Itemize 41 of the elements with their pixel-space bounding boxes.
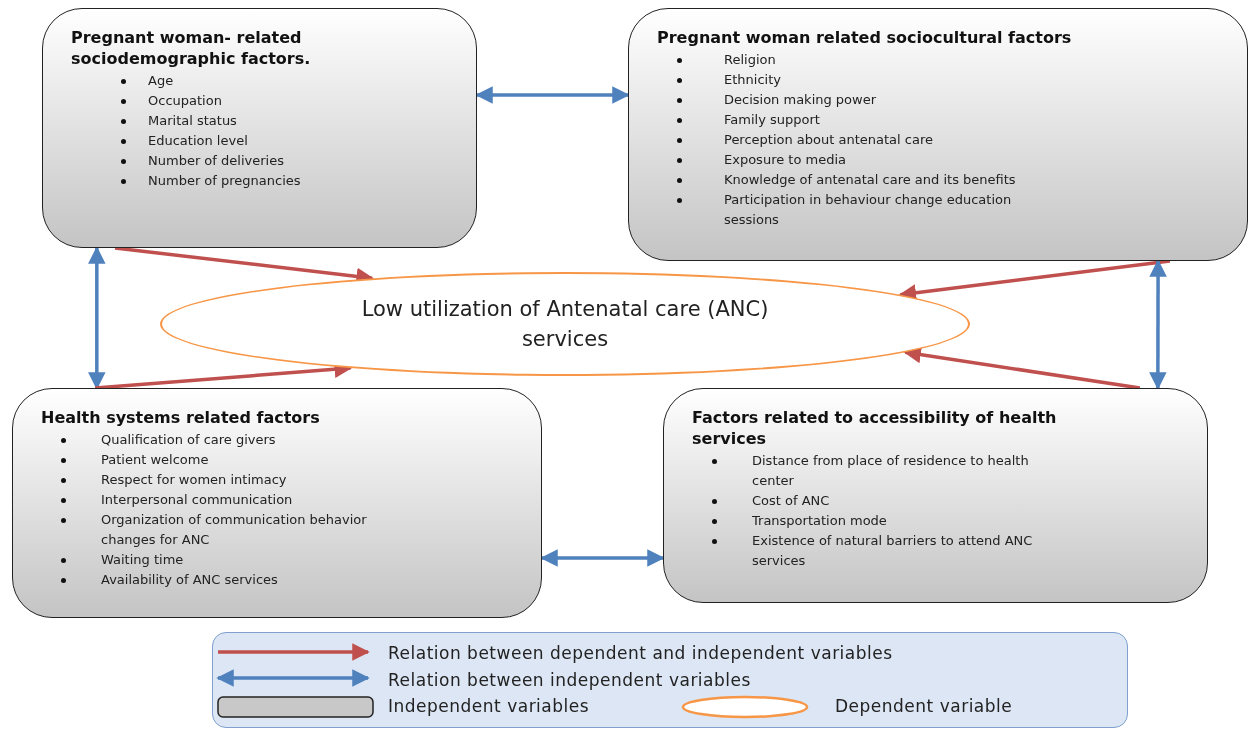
list-item: Knowledge of antenatal care and its benefits [724, 171, 1017, 189]
list-item: Cost of ANC [752, 492, 831, 510]
list-item: Distance from place of residence to health center [752, 452, 1030, 490]
list-item: Age [148, 72, 175, 90]
list-item: Occupation [148, 92, 223, 110]
factor-box [628, 8, 1248, 261]
list-item: Respect for women intimacy [101, 471, 288, 489]
factor-box [12, 388, 542, 618]
list-item: Participation in behaviour change education sessions [724, 191, 1013, 229]
list-item: Organization of communication behavior changes for ANC [101, 511, 368, 549]
list-item: Number of deliveries [148, 152, 285, 170]
list-item: Perception about antenatal care [724, 131, 934, 149]
list-item: Waiting time [101, 551, 185, 569]
list-item: Family support [724, 111, 821, 129]
list-item: Interpersonal communication [101, 491, 294, 509]
list-item: Number of pregnancies [148, 172, 302, 190]
list-item: Exposure to media [724, 151, 847, 169]
list-item: Religion [724, 51, 777, 69]
box-heading: Pregnant woman related sociocultural factors [657, 27, 1073, 48]
factor-box [663, 388, 1208, 603]
list-item: Education level [148, 132, 249, 150]
legend-label: Relation between independent variables [388, 670, 751, 690]
list-item: Decision making power [724, 91, 878, 109]
legend-label: Independent variables [388, 696, 590, 716]
arrow [540, 549, 665, 567]
arrow [475, 86, 630, 104]
factor-box [42, 8, 477, 248]
list-item: Transportation mode [752, 512, 888, 530]
arrow [1149, 259, 1167, 390]
list-item: Patient welcome [101, 451, 210, 469]
box-heading: Health systems related factors [41, 407, 321, 428]
box-heading: Pregnant woman- related sociodemographic factors. [71, 27, 312, 69]
list-item: Ethnicity [724, 71, 782, 89]
list-item: Qualification of care givers [101, 431, 277, 449]
list-item: Marital status [148, 112, 238, 130]
list-item: Availability of ANC services [101, 571, 279, 589]
list-item: Existence of natural barriers to attend ANC services [752, 532, 1034, 570]
legend-label: Dependent variable [835, 696, 1013, 716]
outcome-label: Low utilization of Antenatal care (ANC) services [360, 296, 770, 353]
legend-label: Relation between dependent and independent variables [388, 643, 893, 663]
box-heading: Factors related to accessibility of health services [692, 407, 1058, 449]
